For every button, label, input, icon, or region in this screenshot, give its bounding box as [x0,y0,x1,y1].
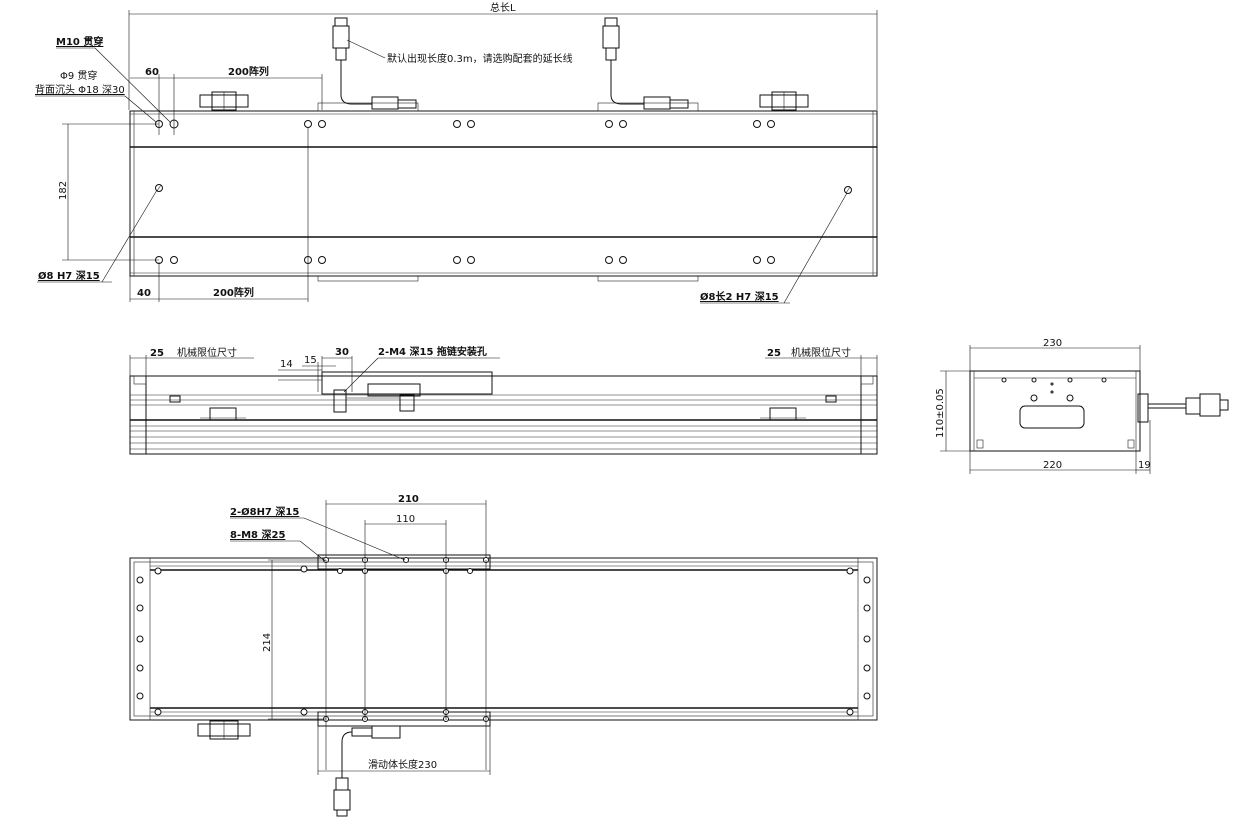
m4-note: 2-M4 深15 拖链安装孔 [378,345,487,358]
bottom-limit-block-icon [197,720,251,740]
dim-14: 14 [280,359,293,370]
dim-110-tol: 110±0.05 [935,388,946,438]
dim-200-bottom: 200阵列 [213,286,254,299]
limit-left-value: 25 [150,348,164,359]
pin-note: 2-Ø8H7 深15 [230,505,299,518]
end-connector-icon [1137,393,1229,423]
slot-note: Ø8长2 H7 深15 [700,290,779,303]
dim-15: 15 [304,355,317,366]
counterbore-label: 背面沉头 Φ18 深30 [35,83,125,96]
top-view: 总长L [35,1,878,304]
dim-19: 19 [1138,460,1151,471]
limit-left-text: 机械限位尺寸 [177,346,237,359]
dim-230-end: 230 [1043,338,1062,349]
side-view: 25 机械限位尺寸 25 机械限位尺寸 14 15 30 2-M4 深15 拖链… [129,345,878,455]
slider-length-label: 滑动体长度230 [368,758,437,771]
limit-right-text: 机械限位尺寸 [791,346,851,359]
side-stop-right-icon [825,395,837,403]
dim-60: 60 [145,67,159,78]
dim-200-top: 200阵列 [228,65,269,78]
m8-note: 8-M8 深25 [230,528,285,541]
dim-110: 110 [396,514,415,525]
sensor-connector-left-icon [332,17,417,110]
bottom-view: 210 110 2-Ø8H7 深15 8-M8 深25 214 滑动体长度230 [129,494,878,817]
hole-row-bottom [155,256,775,264]
limit-block-left-icon [199,91,249,111]
side-limit-right-icon [760,407,806,421]
dim-182: 182 [58,181,69,200]
dim-210: 210 [398,494,419,505]
dim-214: 214 [262,633,273,652]
limit-block-right-icon [759,91,809,111]
bottom-connector-icon [333,725,401,817]
cable-note: 默认出现长度0.3m，请选购配套的延长线 [387,52,573,65]
total-length-label: 总长L [490,1,516,14]
limit-right-value: 25 [767,348,781,359]
side-limit-left-icon [200,407,246,421]
dim-220-end: 220 [1043,460,1062,471]
end-view: 230 110±0.05 220 19 [935,338,1229,474]
m10-through-label: M10 贯穿 [56,35,103,48]
slider-holes [323,557,489,722]
endplate-holes-right [846,567,871,716]
dim-30: 30 [335,347,349,358]
sensor-connector-right-icon [602,17,689,110]
phi9-through-label: Φ9 贯穿 [60,69,97,82]
phi8-h7-label: Ø8 H7 深15 [38,269,100,282]
dim-40: 40 [137,288,151,299]
endplate-holes-left [136,567,162,716]
side-stop-left-icon [169,395,181,403]
hole-row-top [155,119,775,129]
